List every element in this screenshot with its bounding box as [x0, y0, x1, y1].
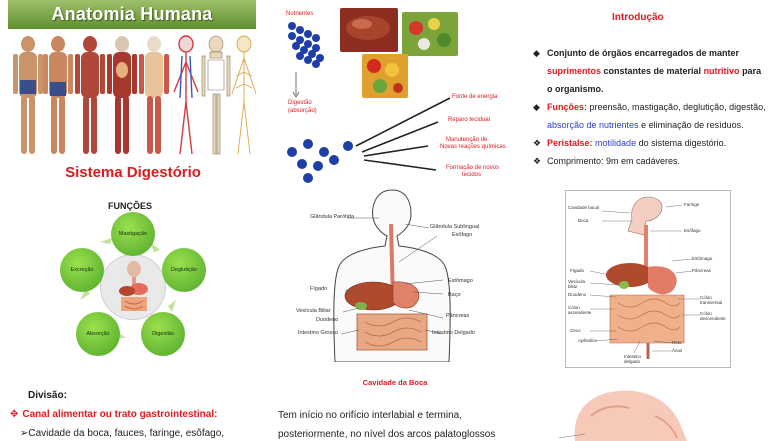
section-subtitle: Sistema Digestório [65, 164, 201, 181]
function-label: Excreção [70, 267, 94, 273]
outcome-repair: Reparo tecidual [448, 117, 491, 123]
label-stomach-right: Estômago [692, 256, 713, 261]
function-label: Absorção [86, 331, 110, 337]
function-circle-digestao: Digestão [141, 312, 185, 356]
function-label: Mastigação [118, 231, 148, 237]
food-photos [340, 8, 458, 98]
functions-cycle-diagram: Mastigação Deglutição Digestão Absorção … [58, 212, 208, 357]
diamond-bullet-icon: ◆ [533, 48, 540, 58]
digestive-anatomy-figure: Cavidade bucal Boca Faringe Esôfago Fíga… [565, 190, 731, 368]
label-duodenum-right: Duodeno [568, 292, 587, 297]
label-anus: Ânus [672, 348, 683, 353]
label-gallbladder: Vesícula Biliar [296, 308, 331, 314]
outcome-maintenance: Manutenção de [446, 137, 488, 143]
label-rectum: Reto [672, 340, 682, 345]
label-gallbladder-right: Vesícula biliar [568, 279, 586, 289]
text-line: posteriormente, no nível dos arcos palat… [278, 429, 496, 440]
intro-title: Introdução [612, 12, 664, 23]
label-small-intestine-right: Intestino delgado [624, 354, 642, 364]
intro-list: ◆Conjunto de órgãos encarregados de mant… [533, 44, 769, 170]
canal-item-text: Cavidade da boca, fauces, faringe, esôfa… [28, 428, 225, 439]
function-circle-mastigacao: Mastigação [111, 212, 155, 256]
function-label: Digestão [152, 331, 174, 337]
banner-title: Anatomia Humana [51, 4, 213, 24]
canal-label: Canal alimentar ou trato gastrointestina… [22, 409, 218, 420]
anatomy-figure-row [13, 35, 256, 155]
function-circle-absorcao: Absorção [76, 312, 120, 356]
text-line: Tem início no orifício interlabial e ter… [278, 410, 462, 421]
list-item: ❖Comprimento: 9m em cadáveres. [533, 152, 769, 170]
canal-heading: ✥Canal alimentar ou trato gastrointestin… [10, 409, 217, 420]
anatomy-illustration [589, 196, 700, 359]
outcome-new-tissue: Formação de novos [446, 165, 500, 171]
label-descending-colon: Cólon descendente [700, 311, 726, 321]
arrow-bullet-icon: ➢ [20, 428, 29, 439]
digestive-organs-hub [100, 254, 166, 320]
function-circle-degluticao: Deglutição [162, 248, 206, 292]
label-oral-cavity: Cavidade bucal [568, 205, 600, 210]
outcome-reactions: Novas reações químicas [440, 144, 506, 150]
nutrients-label: Nutrientes [286, 11, 314, 17]
label-liver-right: Fígado [570, 268, 585, 273]
nutrient-molecules [288, 22, 324, 68]
label-transverse-colon: Cólon transversal [700, 295, 723, 305]
label-large-intestine: Intestino Grosso [298, 330, 339, 336]
label-spleen: Baço [448, 292, 461, 298]
label-pancreas-right: Pâncreas [692, 268, 712, 273]
four-diamond-bullet-icon: ❖ [533, 156, 542, 166]
outcome-arrows [355, 97, 451, 171]
outcome-tissue: tecidos [462, 172, 482, 178]
label-duodenum: Duodeno [316, 317, 339, 323]
label-ascending-colon: Cólon ascendente [568, 305, 592, 315]
four-diamond-bullet-icon: ❖ [533, 138, 542, 148]
label-pancreas: Pâncreas [446, 313, 470, 319]
absorbed-molecules [287, 139, 353, 183]
function-circle-excrecao: Excreção [60, 248, 104, 292]
digestive-system-figure [333, 189, 451, 362]
function-label: Deglutição [171, 267, 197, 273]
nutrition-flow-diagram [287, 8, 458, 183]
label-esophagus-right: Esôfago [684, 228, 701, 233]
diamond-bullet-icon: ◆ [533, 102, 540, 112]
list-item: ❖Peristalse: motilidade do sistema diges… [533, 134, 769, 152]
figure-caption: Cavidade da Boca [362, 378, 428, 387]
label-cecum: Ceco [570, 328, 581, 333]
diamond-bullet-icon: ✥ [10, 409, 19, 420]
title-banner: Anatomia Humana [8, 0, 256, 29]
human-anatomy-figures [13, 35, 256, 155]
functions-title: FUNÇÕES [107, 201, 152, 211]
label-liver: Fígado [310, 286, 328, 292]
label-stomach: Estômago [448, 278, 473, 284]
label-mouth: Boca [578, 218, 589, 223]
label-sublingual: Glândula Sublingual [430, 224, 480, 230]
label-pharynx: Faringe [684, 202, 700, 207]
absorption-label: (absorção) [288, 108, 317, 114]
label-appendix: Apêndice [578, 338, 597, 343]
label-small-intestine: Intestino Delgado [432, 330, 475, 336]
label-parotid: Glândula Parótida [310, 214, 355, 220]
face-profile-illustration [555, 386, 725, 441]
list-item: ◆Conjunto de órgãos encarregados de mant… [533, 44, 769, 98]
digestion-label: Digestão [288, 100, 312, 106]
mouth-description: Tem início no orifício interlabial e ter… [278, 406, 518, 441]
division-label: Divisão: [28, 390, 67, 401]
label-esophagus: Esôfago [452, 232, 473, 238]
outcome-energy: Fonte de energia [452, 94, 498, 100]
canal-item: ➢Cavidade da boca, fauces, faringe, esôf… [20, 428, 224, 439]
mini-digestive-icon [119, 261, 148, 311]
list-item: ◆Funções: preensão, mastigação, deglutiç… [533, 98, 769, 134]
